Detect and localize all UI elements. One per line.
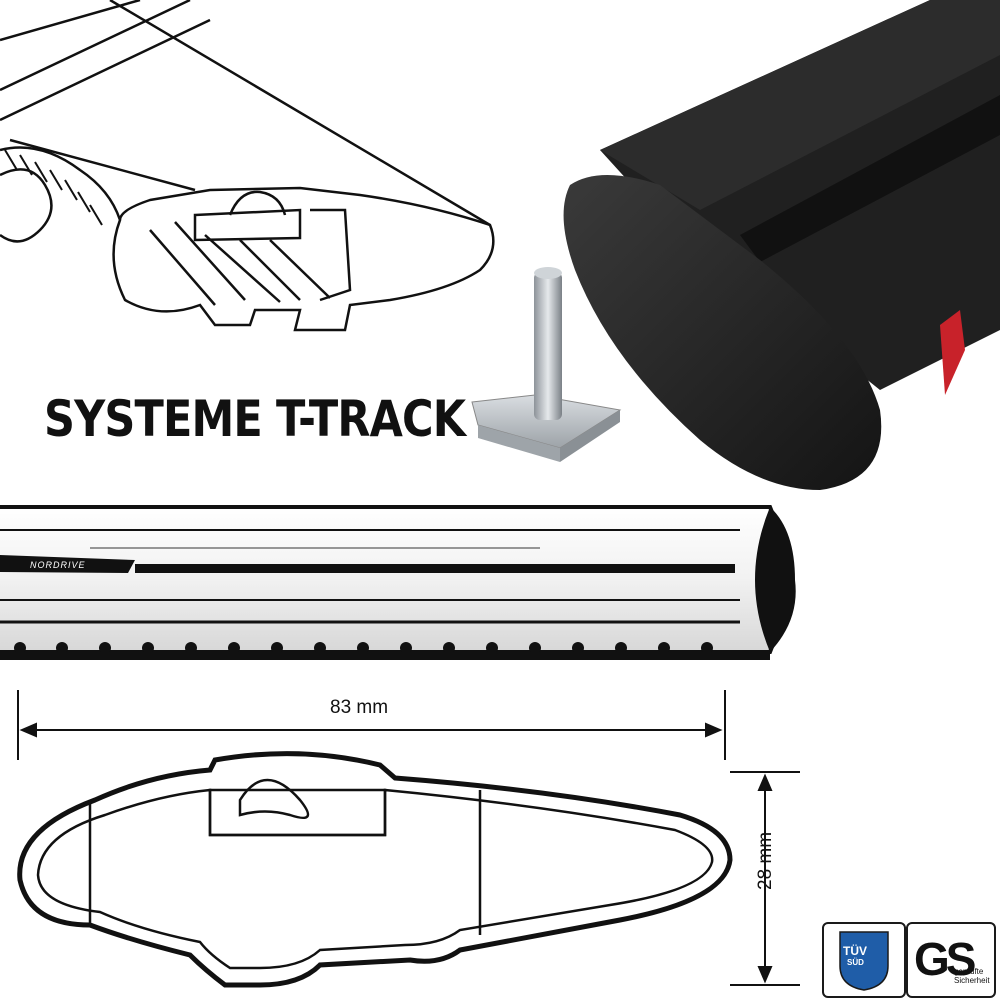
- gs-subtitle: geprüfte Sicherheit: [954, 967, 990, 985]
- tuv-logo: TÜV SÜD: [822, 922, 906, 998]
- gs-subtitle-line-1: geprüfte: [954, 967, 984, 976]
- height-dimension-label: 28 mm: [755, 831, 776, 890]
- certification-logos: TÜV SÜD GS geprüfte Sicherheit: [822, 922, 996, 998]
- tuv-text: TÜV: [843, 944, 867, 958]
- page-title: SYSTEME T-TRACK: [44, 390, 466, 448]
- gs-subtitle-line-2: Sicherheit: [954, 976, 990, 985]
- sud-text: SÜD: [847, 958, 864, 967]
- width-dimension-label: 83 mm: [330, 697, 389, 718]
- gs-logo: GS geprüfte Sicherheit: [906, 922, 996, 998]
- bar-brand-label: NORDRIVE: [30, 560, 86, 570]
- gs-text: GS: [914, 933, 977, 985]
